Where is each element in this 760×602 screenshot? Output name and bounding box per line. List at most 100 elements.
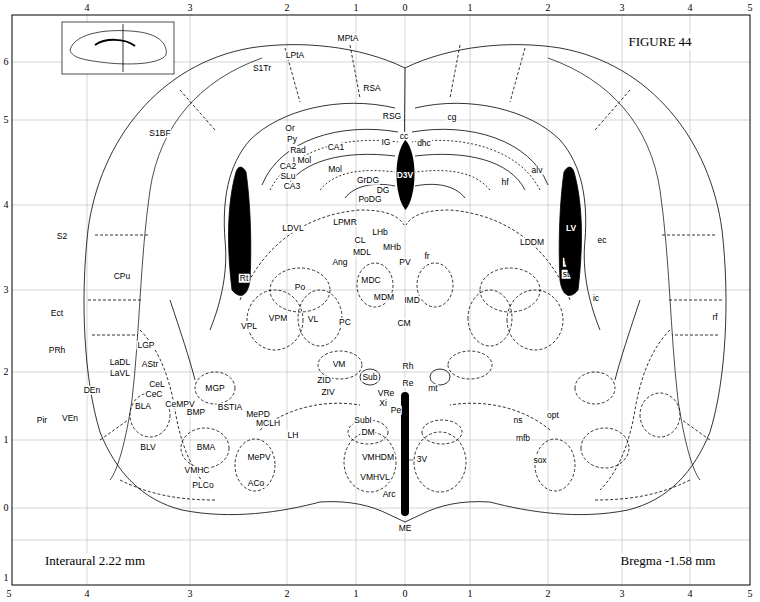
axis-number: 2 bbox=[284, 3, 291, 13]
axis-number: 3 bbox=[619, 589, 626, 599]
grid bbox=[12, 15, 750, 585]
ventricle-label: D3V bbox=[397, 171, 414, 180]
axis-number: 4 bbox=[687, 3, 694, 13]
axis-number: 5 bbox=[747, 589, 754, 599]
region-label: VMHC bbox=[183, 466, 210, 475]
region-label: LHb bbox=[371, 228, 389, 237]
region-label: MePD bbox=[245, 410, 271, 419]
region-label: LPMR bbox=[332, 218, 358, 227]
region-label: LPtA bbox=[285, 51, 305, 60]
region-label: ns bbox=[513, 416, 524, 425]
region-label: RSG bbox=[382, 112, 402, 121]
region-label: Xi bbox=[378, 399, 388, 408]
region-label: IG bbox=[381, 138, 392, 147]
region-label: CeL bbox=[148, 380, 166, 389]
region-label: Mol bbox=[327, 165, 343, 174]
axis-number: 5 bbox=[3, 115, 10, 125]
region-label: 3V bbox=[416, 455, 428, 464]
axis-number: 3 bbox=[187, 3, 194, 13]
region-label: CM bbox=[396, 319, 411, 328]
region-label: opt bbox=[546, 411, 560, 420]
region-label: Sub bbox=[361, 373, 378, 382]
region-label: BMP bbox=[186, 408, 206, 417]
region-label: mt bbox=[427, 384, 438, 393]
region-label: GrDG bbox=[356, 176, 380, 185]
region-label: PoDG bbox=[357, 195, 382, 204]
figure-title: FIGURE 44 bbox=[626, 34, 693, 50]
region-label: ZIV bbox=[320, 388, 335, 397]
region-label: PC bbox=[338, 318, 352, 327]
region-label: VL bbox=[307, 315, 319, 324]
region-label: CL bbox=[354, 236, 367, 245]
region-label: S1Tr bbox=[252, 64, 272, 73]
region-label: VPM bbox=[268, 314, 288, 323]
ventricle-label: LV bbox=[566, 224, 576, 233]
region-label: sox bbox=[532, 456, 547, 465]
region-label: SubI bbox=[353, 416, 373, 425]
region-label: MCLH bbox=[255, 419, 281, 428]
region-label: rf bbox=[711, 313, 718, 322]
coordinate-note: Bregma -1.58 mm bbox=[620, 554, 717, 567]
region-label: VMHDM bbox=[361, 453, 395, 462]
region-label: ACo bbox=[247, 479, 266, 488]
region-label: S2 bbox=[56, 232, 68, 241]
axis-number: 1 bbox=[467, 3, 474, 13]
region-label: MGP bbox=[204, 384, 225, 393]
axis-number: 5 bbox=[6, 589, 13, 599]
region-label: Rt bbox=[239, 274, 250, 283]
axis-number: 3 bbox=[619, 3, 626, 13]
region-label: BSTIA bbox=[217, 403, 244, 412]
axis-number: 1 bbox=[353, 589, 360, 599]
region-label: LDDM bbox=[519, 238, 545, 247]
axis-number: 4 bbox=[687, 589, 694, 599]
region-label: cc bbox=[399, 132, 410, 141]
region-label: DM bbox=[360, 428, 375, 437]
region-label: DEn bbox=[83, 386, 102, 395]
region-label: CeC bbox=[144, 390, 163, 399]
region-label: PRh bbox=[48, 346, 67, 355]
hemisphere bbox=[84, 45, 405, 522]
region-label: MPtA bbox=[337, 34, 360, 43]
axis-number: 6 bbox=[3, 57, 10, 67]
axis-number: 5 bbox=[747, 3, 754, 13]
axis-number: 0 bbox=[402, 589, 409, 599]
region-label: Rad bbox=[289, 146, 307, 155]
region-label: MDL bbox=[352, 248, 372, 257]
axis-number: 1 bbox=[467, 589, 474, 599]
region-label: SLu bbox=[279, 172, 296, 181]
region-label: cg bbox=[447, 113, 458, 122]
region-label: mfb bbox=[515, 434, 531, 443]
region-label: dhc bbox=[416, 139, 432, 148]
region-label: hf bbox=[500, 178, 509, 187]
region-label: ME bbox=[398, 524, 413, 533]
region-label: LH bbox=[287, 431, 300, 440]
region-label: alv bbox=[531, 166, 544, 175]
region-label: Ect bbox=[50, 309, 64, 318]
ventricle: LV bbox=[559, 178, 583, 278]
region-label: Arc bbox=[382, 490, 397, 499]
region-label: fr bbox=[423, 252, 430, 261]
axis-number: 4 bbox=[3, 200, 10, 210]
region-label: Rh bbox=[402, 362, 415, 371]
region-label: LaDL bbox=[109, 358, 131, 367]
ventricle: D3V bbox=[394, 140, 417, 210]
region-label: MDM bbox=[373, 293, 395, 302]
region-label: AStr bbox=[141, 360, 160, 369]
region-label: Po bbox=[294, 283, 306, 292]
axis-number: 1 bbox=[3, 573, 10, 583]
axis-number: 1 bbox=[353, 3, 360, 13]
region-label: Or bbox=[284, 124, 295, 133]
region-label: Re bbox=[402, 379, 415, 388]
axis-number: 2 bbox=[545, 3, 552, 13]
region-label: LGP bbox=[136, 341, 155, 350]
region-label: VMHVL bbox=[359, 473, 390, 482]
region-label: VM bbox=[332, 360, 347, 369]
region-label: VRe bbox=[377, 389, 396, 398]
axis-number: 1 bbox=[3, 435, 10, 445]
region-label: MePV bbox=[246, 453, 271, 462]
region-label: LaVL bbox=[109, 369, 131, 378]
region-label: Pir bbox=[36, 416, 48, 425]
axis-number: 2 bbox=[545, 589, 552, 599]
region-label: S1BF bbox=[148, 129, 171, 138]
axis-number: 2 bbox=[3, 367, 10, 377]
